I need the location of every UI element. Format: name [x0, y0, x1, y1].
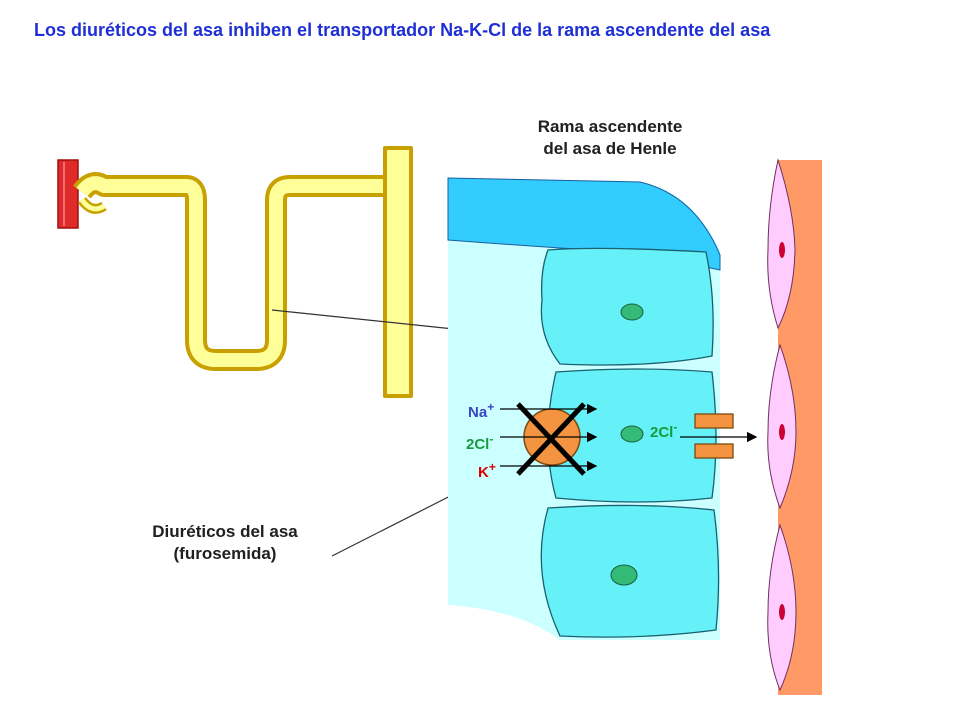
- henle-label-line1: Rama ascendente: [537, 117, 683, 136]
- ion-na-text: Na: [468, 404, 488, 421]
- blood-vessel: [57, 159, 79, 229]
- ion-k-charge: +: [488, 460, 496, 474]
- endothelial-nucleus-2: [779, 424, 785, 440]
- ion-k: K+: [478, 458, 496, 482]
- cl-channel-top: [694, 413, 734, 429]
- page-title: Los diuréticos del asa inhiben el transp…: [34, 20, 771, 40]
- nephron-tubule: [73, 146, 413, 398]
- drug-label-line1: Diuréticos del asa: [152, 522, 298, 541]
- endothelial-nucleus-1: [779, 242, 785, 258]
- ion-cl-left: 2Cl-: [466, 430, 493, 454]
- henle-label: Rama ascendente del asa de Henle: [505, 116, 715, 160]
- ion-na: Na+: [468, 398, 494, 422]
- drug-label-line2: (furosemida): [173, 544, 277, 563]
- cl-channel-bottom: [694, 443, 734, 459]
- ion-na-charge: +: [487, 400, 495, 414]
- cell-nucleus-middle: [620, 425, 644, 443]
- ion-cl-right: 2Cl-: [650, 418, 677, 442]
- cell-nucleus-bottom: [610, 564, 638, 586]
- henle-label-line2: del asa de Henle: [543, 139, 677, 158]
- ion-k-text: K: [478, 464, 489, 481]
- endothelial-nucleus-3: [779, 604, 785, 620]
- ion-cl-left-charge: -: [489, 432, 494, 446]
- pointer-line-drug: [331, 486, 469, 557]
- drug-label: Diuréticos del asa (furosemida): [110, 521, 340, 565]
- ion-cl-right-text: 2Cl: [650, 424, 674, 441]
- ion-cl-left-text: 2Cl: [466, 436, 490, 453]
- ion-cl-right-charge: -: [673, 420, 678, 434]
- cell-nucleus-top: [620, 303, 644, 321]
- inhibition-cross-b: [516, 402, 586, 476]
